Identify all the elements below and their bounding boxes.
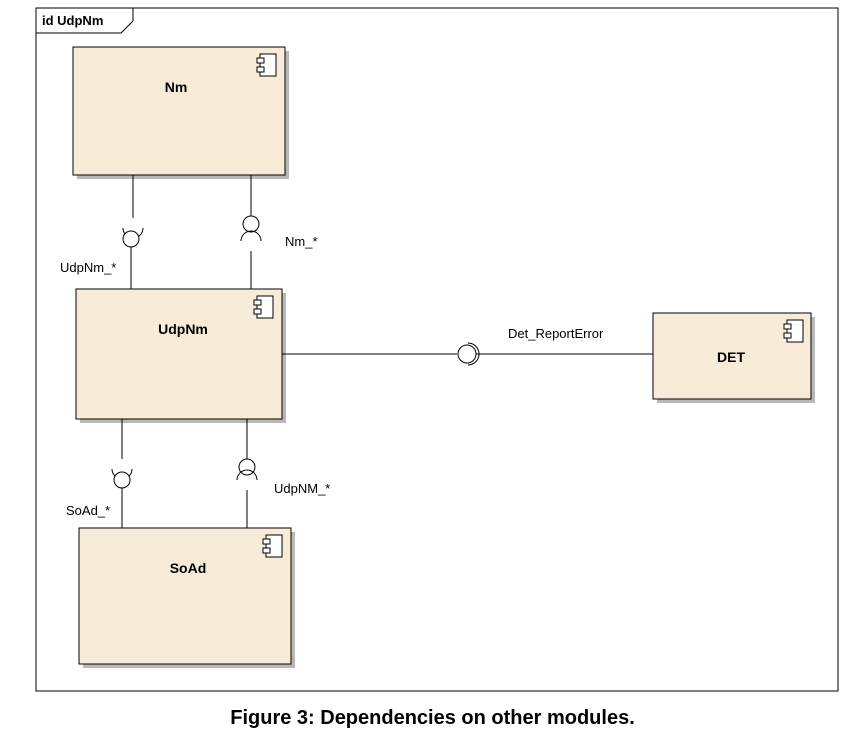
- figure-caption: Figure 3: Dependencies on other modules.: [230, 707, 635, 729]
- provided-ball: [457, 344, 477, 364]
- provided-ball: [238, 458, 256, 476]
- provided-ball: [122, 230, 140, 248]
- component-udpnm[interactable]: UdpNm: [75, 288, 286, 423]
- component-box: [78, 527, 292, 665]
- frame-label: id UdpNm: [42, 13, 103, 28]
- component-box: [72, 46, 286, 176]
- iface-label-soad: SoAd_*: [66, 503, 110, 518]
- iface-label-nm: Nm_*: [285, 234, 318, 249]
- connector-udpnm-det: Det_ReportError: [282, 326, 653, 366]
- iface-label-det-report-error: Det_ReportError: [508, 326, 604, 341]
- component-nm-name: Nm: [165, 79, 188, 95]
- connector-udpnm-soad-right: UdpNM_*: [236, 419, 330, 528]
- iface-label-udpnm: UdpNm_*: [60, 260, 116, 275]
- connector-nm-udpnm-left: UdpNm_*: [60, 175, 144, 289]
- component-icon: [256, 53, 277, 77]
- component-soad[interactable]: SoAd: [78, 527, 295, 668]
- required-socket: [240, 230, 262, 242]
- connector-nm-udpnm-right: Nm_*: [240, 175, 318, 289]
- required-socket: [236, 469, 258, 481]
- component-det-name: DET: [717, 349, 745, 365]
- component-soad-name: SoAd: [170, 560, 207, 576]
- diagram-frame: [35, 7, 839, 692]
- component-udpnm-name: UdpNm: [158, 321, 208, 337]
- component-icon: [253, 295, 274, 319]
- frame-label-tab: [35, 8, 134, 34]
- component-nm[interactable]: Nm: [72, 46, 289, 179]
- component-icon: [783, 319, 804, 343]
- connector-udpnm-soad-left: SoAd_*: [66, 419, 133, 528]
- iface-label-udpnm-upper: UdpNM_*: [274, 481, 330, 496]
- component-icon: [262, 534, 283, 558]
- component-det[interactable]: DET: [652, 312, 815, 403]
- provided-ball: [242, 215, 260, 233]
- provided-ball: [113, 471, 131, 489]
- component-box: [75, 288, 283, 420]
